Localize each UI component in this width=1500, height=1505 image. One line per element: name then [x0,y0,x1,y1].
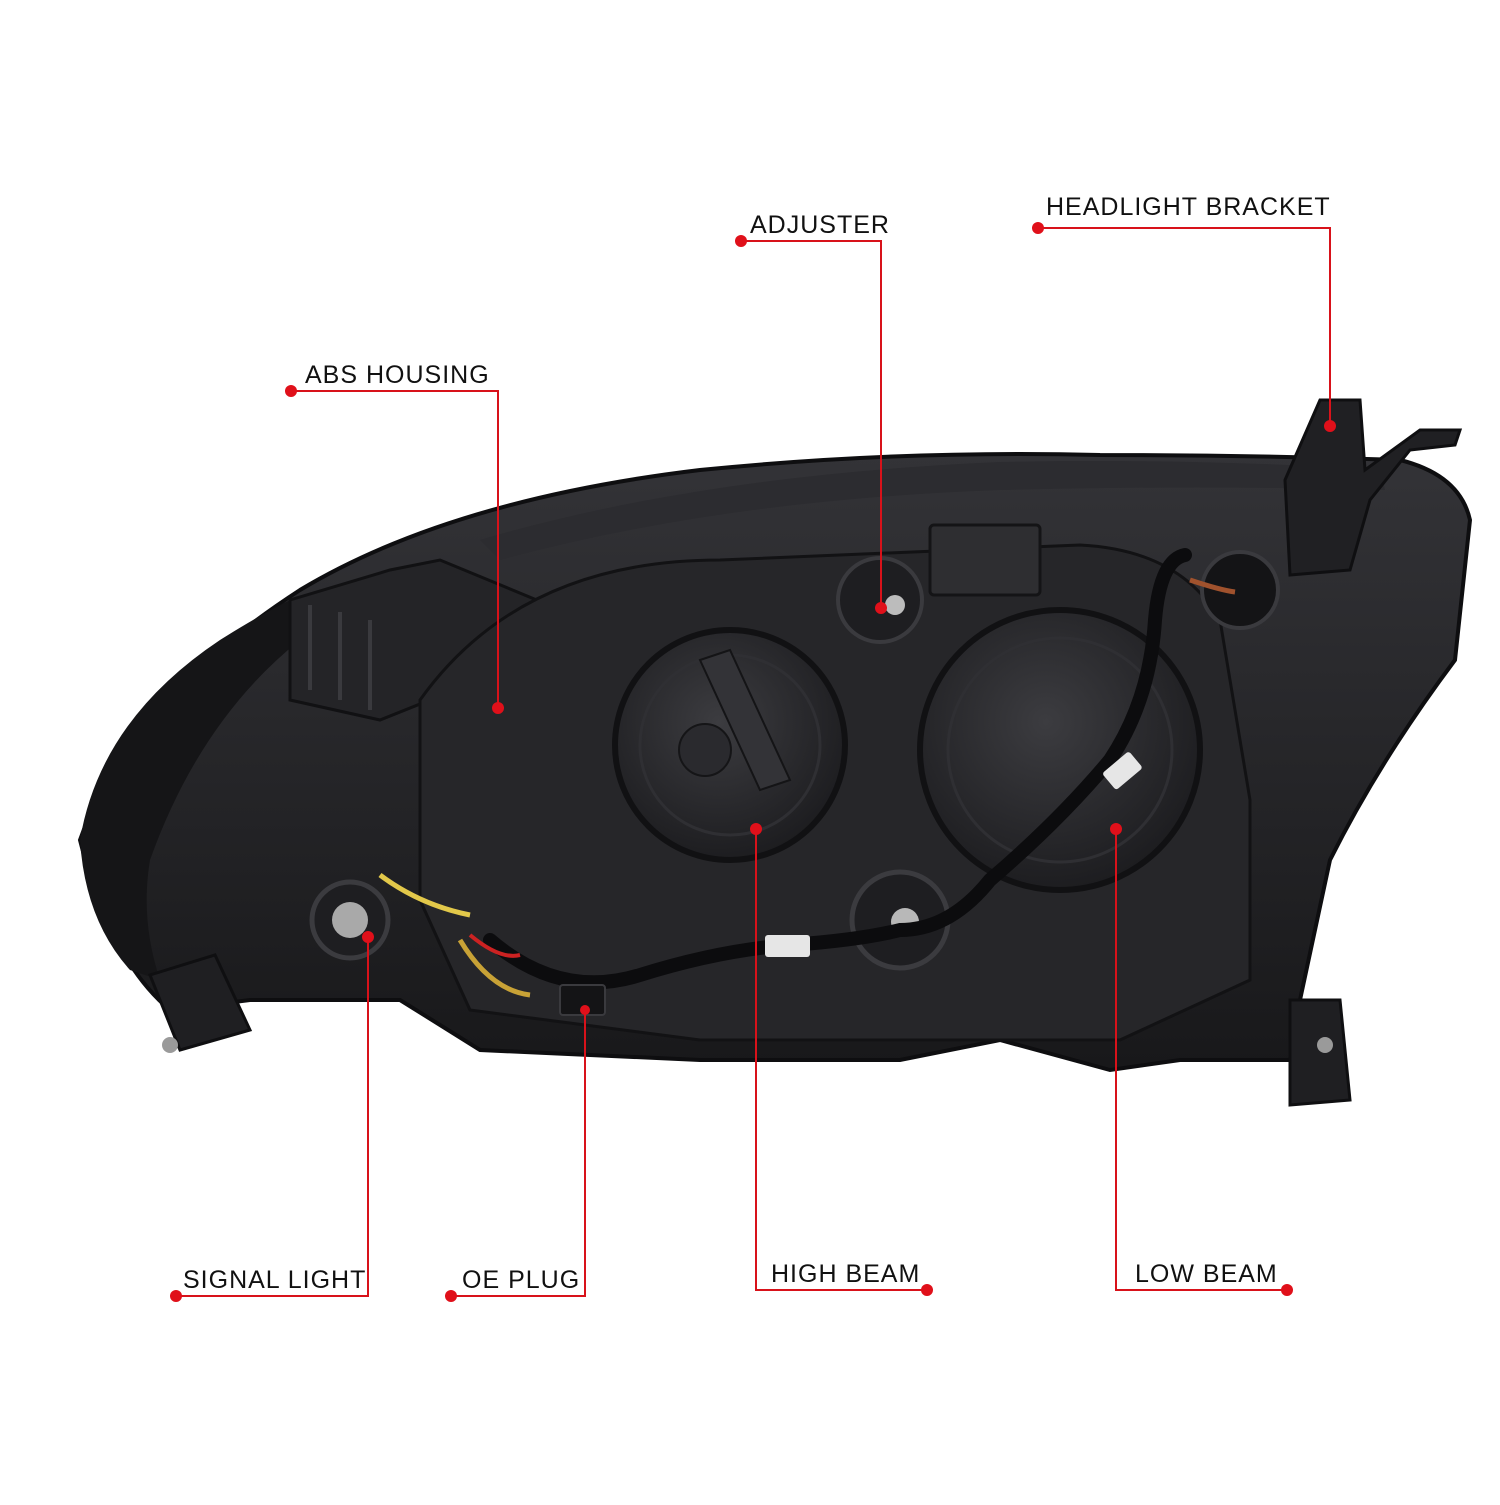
lower-right-bracket [1288,998,1352,1107]
dot-adjuster-label [735,235,747,247]
callout-line-adjuster [741,240,882,608]
dot-high-beam-label [921,1284,933,1296]
dot-signal-light-label [170,1290,182,1302]
dot-signal-light-target [362,931,374,943]
top-ridge [480,461,1385,560]
headlight-bracket-shape [1283,398,1463,577]
wiring-harness [483,548,1192,990]
dot-oe-plug-label [445,1290,457,1302]
callout-lines [176,227,1331,1297]
label-signal-light: SIGNAL LIGHT [183,1266,367,1294]
low-beam-cap [917,607,1203,893]
label-headlight-bracket: HEADLIGHT BRACKET [1046,193,1331,221]
dot-oe-plug-target [580,1005,590,1015]
harness-clip [765,935,810,957]
side-socket [1200,550,1280,630]
lower-left-bracket [148,953,253,1052]
vent-panel [928,523,1042,597]
callout-line-signal-light [176,937,369,1297]
dot-high-beam-target [750,823,762,835]
callout-dots [170,222,1336,1302]
dot-low-beam-label [1281,1284,1293,1296]
callout-line-high-beam [755,829,927,1291]
harness-clip-2 [1103,752,1142,790]
label-low-beam: LOW BEAM [1135,1260,1278,1288]
callout-line-headlight-bracket [1038,227,1331,426]
callout-line-low-beam [1115,829,1287,1291]
lens-rim [80,600,300,980]
callout-line-abs-housing [291,390,499,708]
label-abs-housing: ABS HOUSING [305,361,490,389]
dot-adjuster-target [875,602,887,614]
dot-abs-housing-target [492,702,504,714]
label-oe-plug: OE PLUG [462,1266,581,1294]
callout-line-oe-plug [451,1010,586,1297]
dot-headlight-bracket-target [1324,420,1336,432]
oe-plug-connector [559,984,606,1016]
dot-abs-housing-label [285,385,297,397]
dot-low-beam-target [1110,823,1122,835]
dot-headlight-bracket-label [1032,222,1044,234]
label-high-beam: HIGH BEAM [771,1260,921,1288]
label-adjuster: ADJUSTER [750,211,890,239]
